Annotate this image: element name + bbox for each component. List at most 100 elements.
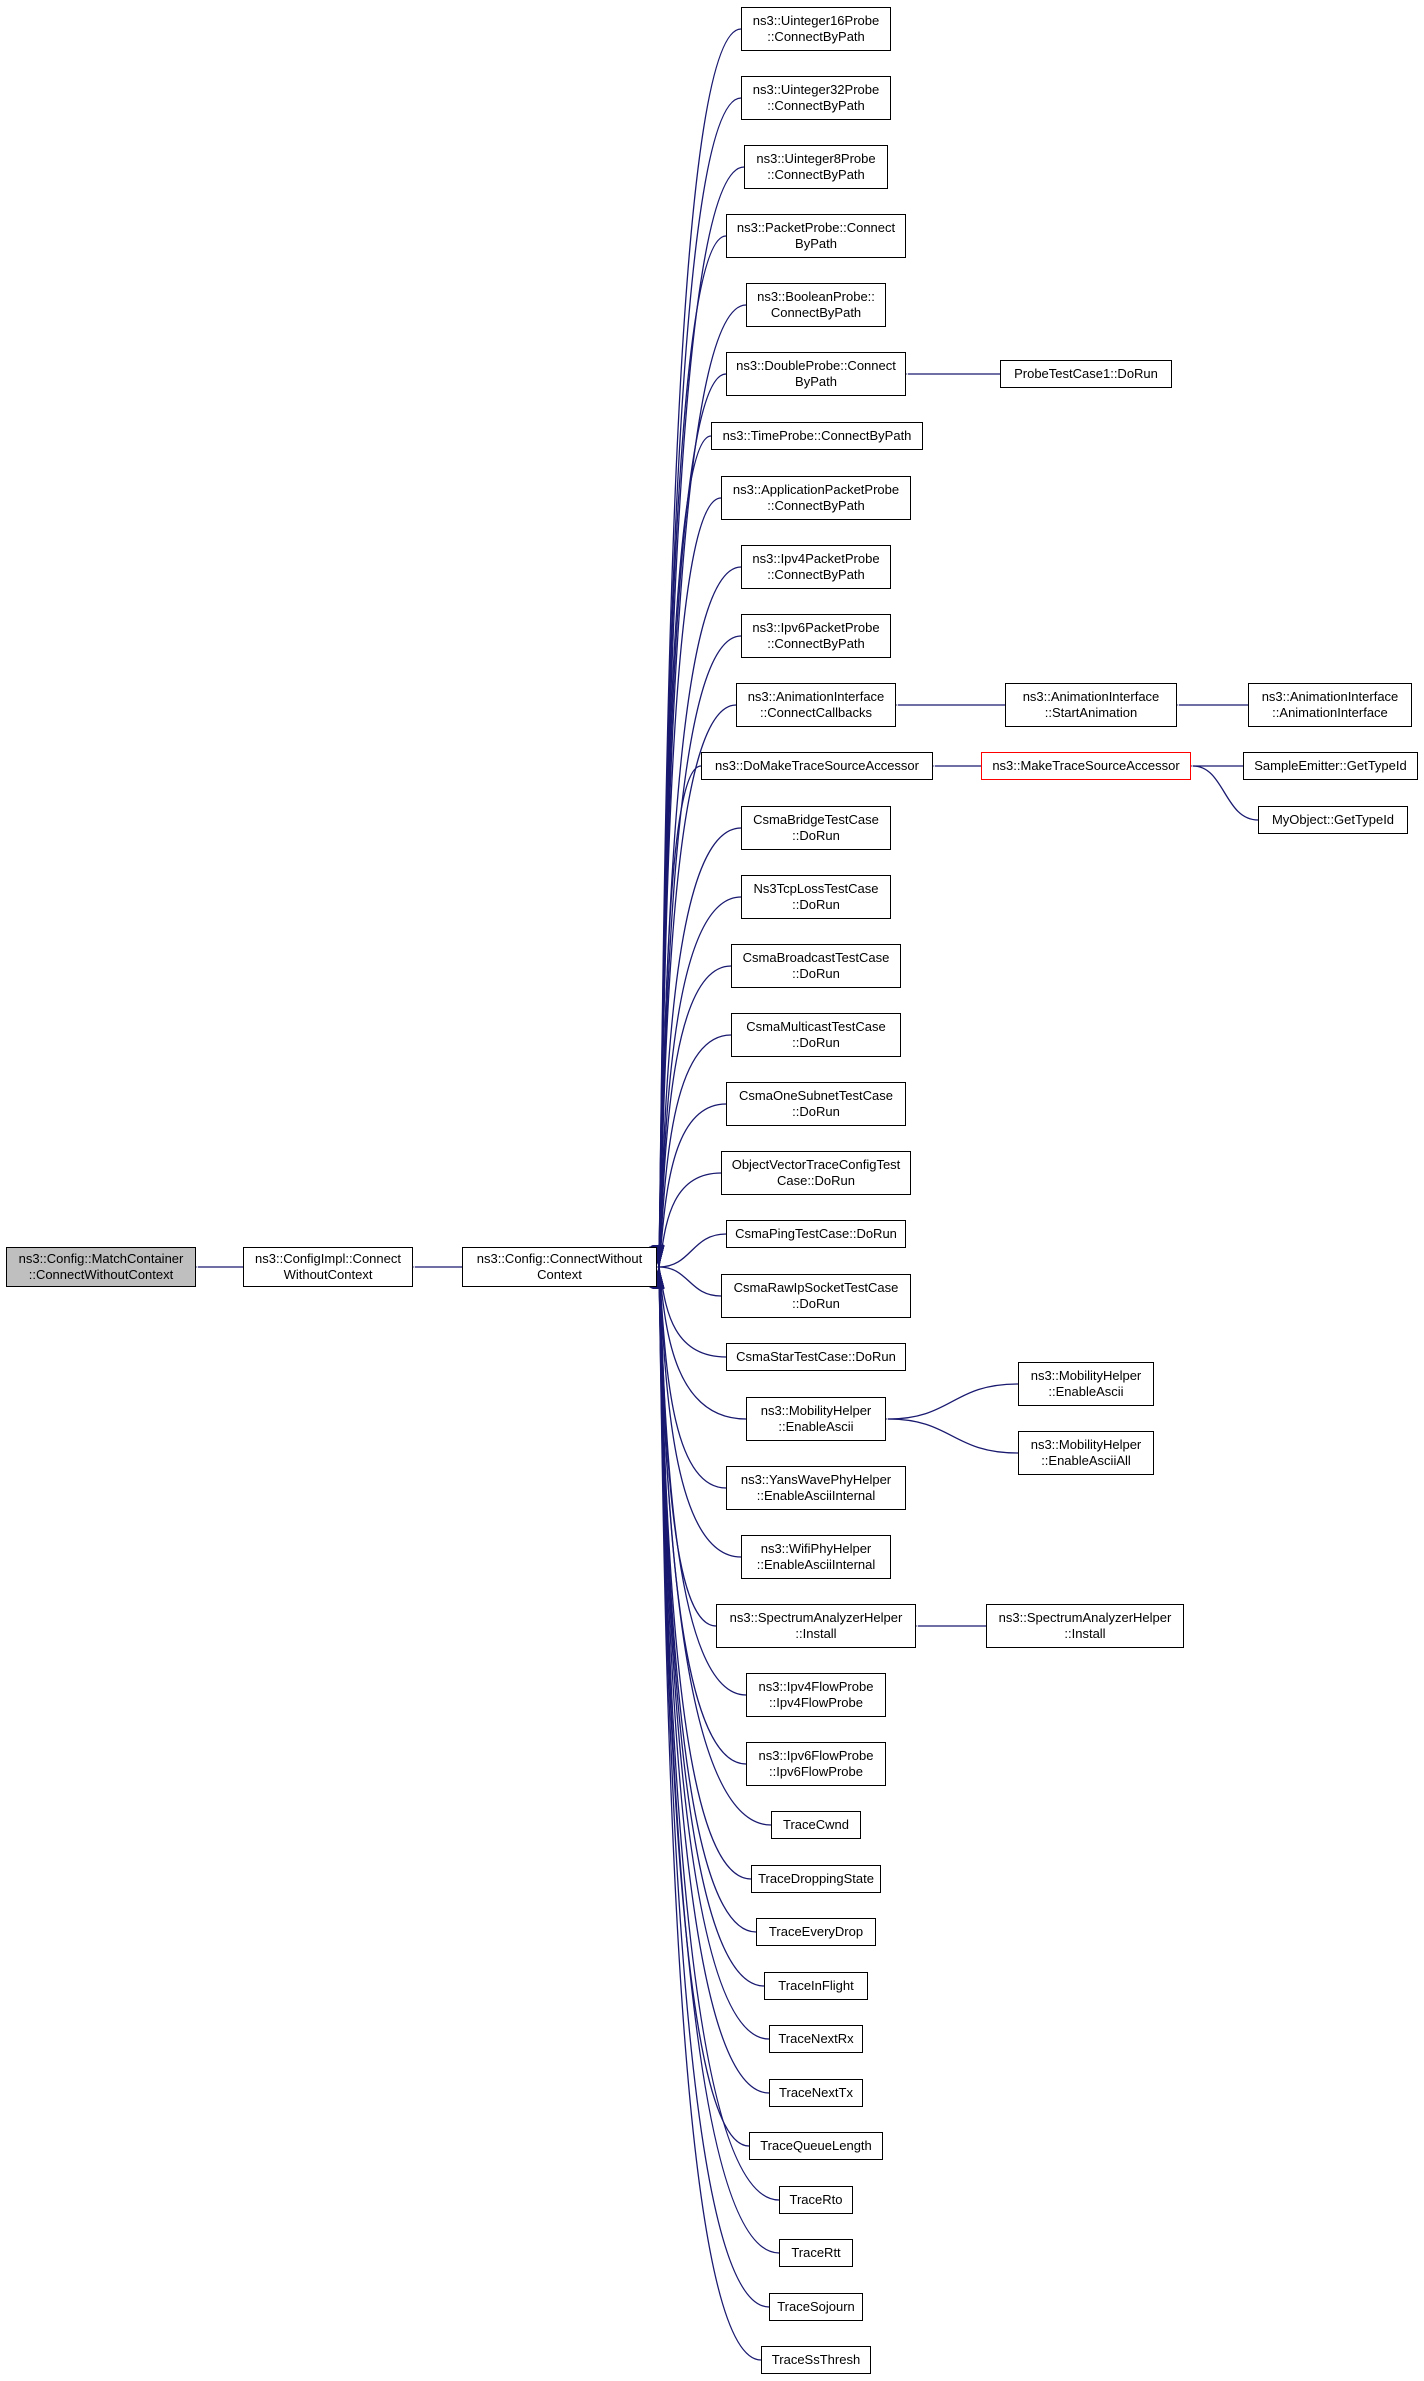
- node-configimpl[interactable]: ns3::ConfigImpl::Connect WithoutContext: [243, 1247, 413, 1287]
- node-label: TraceCwnd: [783, 1817, 849, 1832]
- node-u16[interactable]: ns3::Uinteger16Probe ::ConnectByPath: [741, 7, 891, 51]
- edge-mobility-to-config: [650, 1244, 747, 1420]
- node-label: ns3::TimeProbe::ConnectByPath: [722, 428, 912, 443]
- node-tracesojourn[interactable]: TraceSojourn: [769, 2293, 863, 2321]
- edge-domake-to-config: [652, 765, 702, 1290]
- node-label: CsmaMulticastTestCase ::DoRun: [746, 1019, 886, 1050]
- node-label: CsmaBroadcastTestCase ::DoRun: [742, 950, 890, 981]
- node-objectvector[interactable]: ObjectVectorTraceConfigTest Case::DoRun: [721, 1151, 911, 1195]
- node-boolprobe[interactable]: ns3::BooleanProbe:: ConnectByPath: [746, 283, 886, 327]
- node-label: ns3::ConfigImpl::Connect WithoutContext: [255, 1251, 401, 1282]
- edge-mobenasciiall-to-mobility: [865, 1412, 1019, 1454]
- node-root: ns3::Config::MatchContainer ::ConnectWit…: [6, 1247, 196, 1287]
- node-label: TraceQueueLength: [760, 2138, 872, 2153]
- node-label: TraceInFlight: [778, 1978, 854, 1993]
- edge-mobenascii-to-mobility: [865, 1383, 1019, 1426]
- node-probetest[interactable]: ProbeTestCase1::DoRun: [1000, 360, 1172, 388]
- node-apppacket[interactable]: ns3::ApplicationPacketProbe ::ConnectByP…: [721, 476, 911, 520]
- node-traceeverydrop[interactable]: TraceEveryDrop: [756, 1918, 876, 1946]
- node-myobject[interactable]: MyObject::GetTypeId: [1258, 806, 1408, 834]
- node-tracequeue[interactable]: TraceQueueLength: [749, 2132, 883, 2160]
- node-label: ns3::PacketProbe::Connect ByPath: [736, 220, 896, 251]
- node-ipv6packet[interactable]: ns3::Ipv6PacketProbe ::ConnectByPath: [741, 614, 891, 658]
- node-domake[interactable]: ns3::DoMakeTraceSourceAccessor: [701, 752, 933, 780]
- node-csmarawip[interactable]: CsmaRawIpSocketTestCase ::DoRun: [721, 1274, 911, 1318]
- node-config[interactable]: ns3::Config::ConnectWithout Context: [462, 1247, 657, 1287]
- node-label: ObjectVectorTraceConfigTest Case::DoRun: [731, 1157, 901, 1188]
- node-label: ns3::MobilityHelper ::EnableAscii: [1030, 1368, 1142, 1399]
- node-ipv4flow[interactable]: ns3::Ipv4FlowProbe ::Ipv4FlowProbe: [746, 1673, 886, 1717]
- node-timeprobe[interactable]: ns3::TimeProbe::ConnectByPath: [711, 422, 923, 450]
- node-animcallbacks[interactable]: ns3::AnimationInterface ::ConnectCallbac…: [736, 683, 896, 727]
- node-label: TraceNextRx: [778, 2031, 854, 2046]
- edge-csmabroadcast-to-config: [651, 965, 732, 1290]
- node-tracedropping[interactable]: TraceDroppingState: [751, 1865, 881, 1893]
- node-label: CsmaOneSubnetTestCase ::DoRun: [739, 1088, 893, 1119]
- node-label: ns3::BooleanProbe:: ConnectByPath: [757, 289, 875, 320]
- node-label: ns3::SpectrumAnalyzerHelper ::Install: [998, 1610, 1172, 1641]
- node-tracertt[interactable]: TraceRtt: [779, 2239, 853, 2267]
- node-ipv4packet[interactable]: ns3::Ipv4PacketProbe ::ConnectByPath: [741, 545, 891, 589]
- node-label: ns3::AnimationInterface ::AnimationInter…: [1261, 689, 1399, 720]
- node-u8[interactable]: ns3::Uinteger8Probe ::ConnectByPath: [744, 145, 888, 189]
- node-csmabroadcast[interactable]: CsmaBroadcastTestCase ::DoRun: [731, 944, 901, 988]
- node-yanswave[interactable]: ns3::YansWavePhyHelper ::EnableAsciiInte…: [726, 1466, 906, 1510]
- node-tracenexttx[interactable]: TraceNextTx: [769, 2079, 863, 2107]
- edge-myobject-to-maketrace: [1170, 759, 1259, 821]
- node-mobenascii[interactable]: ns3::MobilityHelper ::EnableAscii: [1018, 1362, 1154, 1406]
- node-label: ns3::Uinteger16Probe ::ConnectByPath: [752, 13, 880, 44]
- node-label: CsmaPingTestCase::DoRun: [735, 1226, 897, 1241]
- node-label: ns3::DoMakeTraceSourceAccessor: [715, 758, 919, 773]
- node-label: TraceSojourn: [777, 2299, 855, 2314]
- node-ns3tcploss[interactable]: Ns3TcpLossTestCase ::DoRun: [741, 875, 891, 919]
- node-label: ns3::AnimationInterface ::ConnectCallbac…: [747, 689, 885, 720]
- node-label: ns3::Ipv4PacketProbe ::ConnectByPath: [752, 551, 880, 582]
- node-label: TraceRtt: [791, 2245, 841, 2260]
- node-wifiphy[interactable]: ns3::WifiPhyHelper ::EnableAsciiInternal: [741, 1535, 891, 1579]
- node-sampleemitter[interactable]: SampleEmitter::GetTypeId: [1243, 752, 1418, 780]
- node-animctor[interactable]: ns3::AnimationInterface ::AnimationInter…: [1248, 683, 1412, 727]
- node-tracenextrx[interactable]: TraceNextRx: [769, 2025, 863, 2053]
- node-label: Ns3TcpLossTestCase ::DoRun: [753, 881, 879, 912]
- node-csmastar[interactable]: CsmaStarTestCase::DoRun: [726, 1343, 906, 1371]
- node-animstart[interactable]: ns3::AnimationInterface ::StartAnimation: [1005, 683, 1177, 727]
- node-ipv6flow[interactable]: ns3::Ipv6FlowProbe ::Ipv6FlowProbe: [746, 1742, 886, 1786]
- node-doubleprobe[interactable]: ns3::DoubleProbe::Connect ByPath: [726, 352, 906, 396]
- node-maketrace[interactable]: ns3::MakeTraceSourceAccessor: [981, 752, 1191, 780]
- node-label: TraceNextTx: [779, 2085, 853, 2100]
- node-tracecwnd[interactable]: TraceCwnd: [771, 1811, 861, 1839]
- node-label: CsmaStarTestCase::DoRun: [736, 1349, 896, 1364]
- node-label: TraceRto: [789, 2192, 843, 2207]
- edge-csmarawip-to-config: [636, 1260, 722, 1297]
- node-spectrum2[interactable]: ns3::SpectrumAnalyzerHelper ::Install: [986, 1604, 1184, 1648]
- node-csmamulticast[interactable]: CsmaMulticastTestCase ::DoRun: [731, 1013, 901, 1057]
- edge-tracessthresh-to-config: [652, 1244, 762, 2361]
- node-mobenasciiall[interactable]: ns3::MobilityHelper ::EnableAsciiAll: [1018, 1431, 1154, 1475]
- node-label: ns3::Uinteger8Probe ::ConnectByPath: [756, 151, 876, 182]
- node-label: ns3::DoubleProbe::Connect ByPath: [736, 358, 896, 389]
- node-label: SampleEmitter::GetTypeId: [1254, 758, 1407, 773]
- node-csmabridge[interactable]: CsmaBridgeTestCase ::DoRun: [741, 806, 891, 850]
- edge-csmamulticast-to-config: [651, 1034, 732, 1290]
- node-label: TraceEveryDrop: [768, 1924, 864, 1939]
- node-tracessthresh[interactable]: TraceSsThresh: [761, 2346, 871, 2374]
- node-label: ns3::Ipv4FlowProbe ::Ipv4FlowProbe: [758, 1679, 874, 1710]
- node-mobility[interactable]: ns3::MobilityHelper ::EnableAscii: [746, 1397, 886, 1441]
- node-u32[interactable]: ns3::Uinteger32Probe ::ConnectByPath: [741, 76, 891, 120]
- node-spectrum[interactable]: ns3::SpectrumAnalyzerHelper ::Install: [716, 1604, 916, 1648]
- node-label: ns3::MakeTraceSourceAccessor: [992, 758, 1180, 773]
- node-label: TraceDroppingState: [758, 1871, 874, 1886]
- node-label: ns3::AnimationInterface ::StartAnimation: [1022, 689, 1160, 720]
- node-label: MyObject::GetTypeId: [1271, 812, 1395, 827]
- node-packetprobe[interactable]: ns3::PacketProbe::Connect ByPath: [726, 214, 906, 258]
- node-csmaonesubnet[interactable]: CsmaOneSubnetTestCase ::DoRun: [726, 1082, 906, 1126]
- node-label: ns3::Uinteger32Probe ::ConnectByPath: [752, 82, 880, 113]
- edge-csmaping-to-config: [636, 1233, 727, 1274]
- node-tracerto[interactable]: TraceRto: [779, 2186, 853, 2214]
- node-label: ns3::YansWavePhyHelper ::EnableAsciiInte…: [740, 1472, 892, 1503]
- node-csmaping[interactable]: CsmaPingTestCase::DoRun: [726, 1220, 906, 1248]
- node-label: ns3::SpectrumAnalyzerHelper ::Install: [729, 1610, 903, 1641]
- node-traceinflight[interactable]: TraceInFlight: [764, 1972, 868, 2000]
- node-label: CsmaRawIpSocketTestCase ::DoRun: [733, 1280, 899, 1311]
